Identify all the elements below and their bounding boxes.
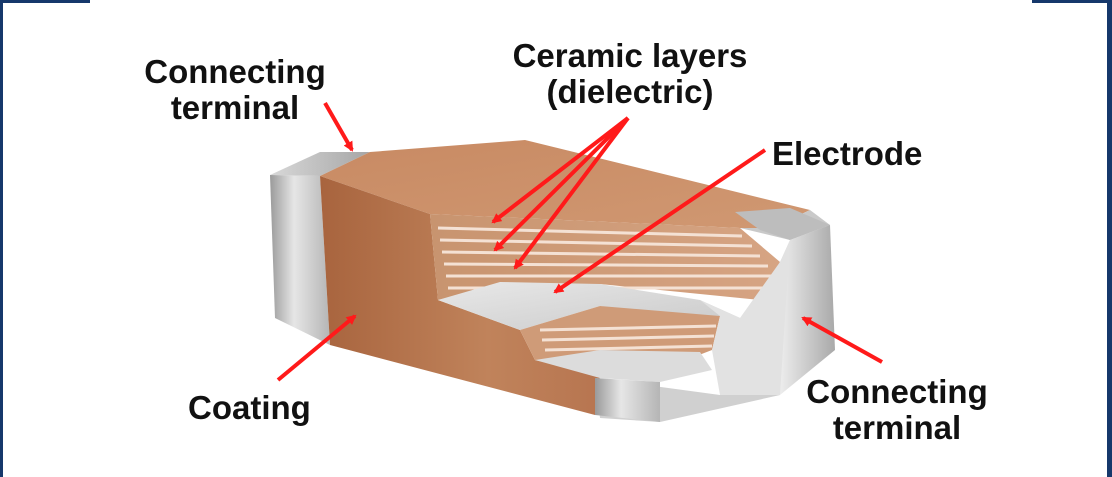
arrow-electrode	[553, 148, 767, 294]
frame-right-edge	[1107, 0, 1112, 477]
arrow-connecting-terminal-top	[323, 102, 354, 152]
electrode-plate-lower	[535, 350, 712, 382]
frame-left-edge	[0, 0, 3, 477]
arrow-ceramic-layer-2	[493, 116, 630, 252]
label-coating: Coating	[188, 389, 311, 426]
right-terminal	[595, 208, 835, 422]
label-connecting-terminal-bottom: Connecting terminal	[792, 374, 1002, 446]
coating-top	[320, 140, 810, 228]
electrode-plate	[438, 282, 740, 330]
ceramic-layer-lines-lower	[539, 324, 717, 352]
frame-top-right	[1032, 0, 1112, 3]
left-terminal	[270, 152, 370, 345]
label-line: terminal	[170, 89, 300, 126]
frame-top-left	[0, 0, 90, 3]
label-ceramic-layers: Ceramic layers (dielectric)	[480, 38, 780, 110]
arrow-connecting-terminal-bottom	[801, 316, 883, 364]
coating-front-face	[320, 176, 600, 415]
arrows	[276, 102, 883, 382]
label-line: Connecting	[144, 53, 326, 90]
label-line: Ceramic layers	[512, 37, 748, 74]
label-line: (dielectric)	[546, 73, 714, 110]
arrow-ceramic-layer-3	[513, 116, 630, 270]
label-connecting-terminal-top: Connecting terminal	[130, 54, 340, 126]
arrow-ceramic-layer-1	[491, 116, 630, 224]
label-line: terminal	[832, 409, 962, 446]
label-electrode: Electrode	[772, 135, 923, 172]
arrow-coating	[276, 314, 357, 382]
label-line: Connecting	[806, 373, 988, 410]
